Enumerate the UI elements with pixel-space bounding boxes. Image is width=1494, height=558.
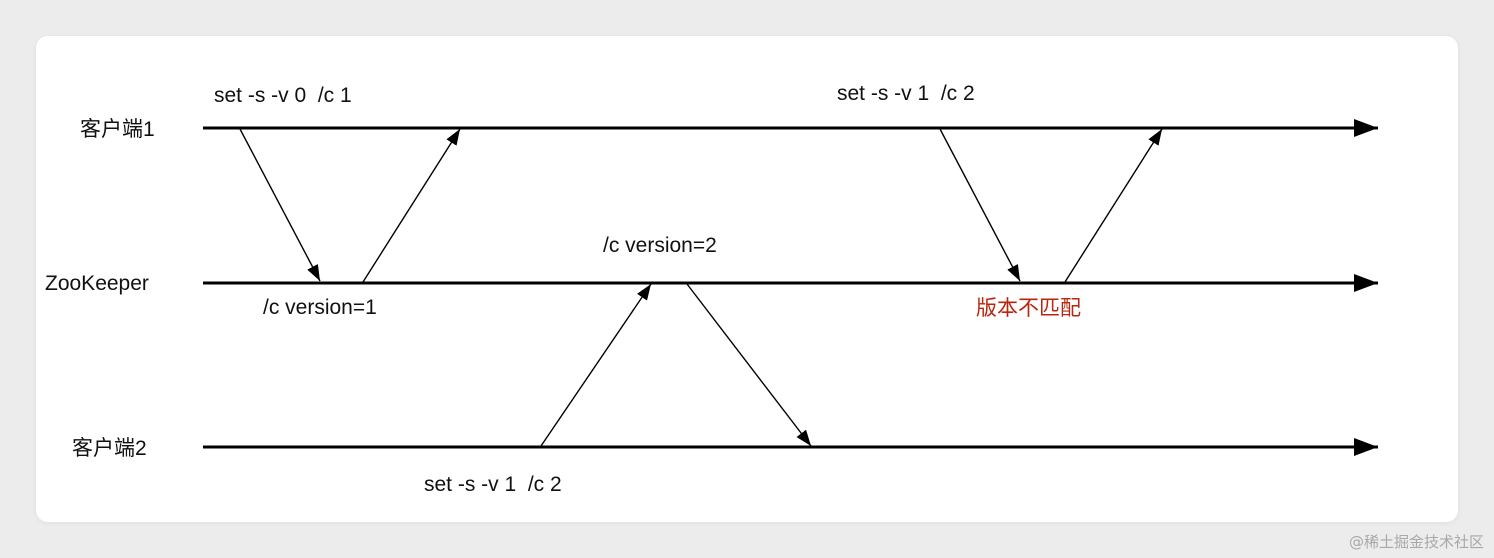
arrow-client1-request-1 bbox=[239, 128, 321, 282]
command-client1-first: set -s -v 0 /c 1 bbox=[214, 84, 352, 107]
command-client2-first: set -s -v 1 /c 2 bbox=[424, 473, 562, 496]
arrow-client2-request bbox=[540, 283, 652, 447]
arrow-zk-response-3 bbox=[1064, 128, 1163, 283]
response-version-mismatch: 版本不匹配 bbox=[976, 297, 1081, 320]
lane-label-zookeeper: ZooKeeper bbox=[45, 272, 149, 295]
lane-label-client1: 客户端1 bbox=[80, 118, 155, 141]
arrow-zk-response-2 bbox=[686, 283, 812, 447]
response-version-1: /c version=1 bbox=[263, 296, 377, 319]
arrow-client1-request-2 bbox=[939, 128, 1021, 282]
response-version-2: /c version=2 bbox=[603, 234, 717, 257]
lane-label-client2: 客户端2 bbox=[72, 437, 147, 460]
watermark: @稀土掘金技术社区 bbox=[1348, 533, 1484, 551]
diagram-card bbox=[36, 36, 1458, 522]
command-client1-second: set -s -v 1 /c 2 bbox=[837, 82, 975, 105]
arrow-zk-response-1 bbox=[362, 128, 461, 283]
